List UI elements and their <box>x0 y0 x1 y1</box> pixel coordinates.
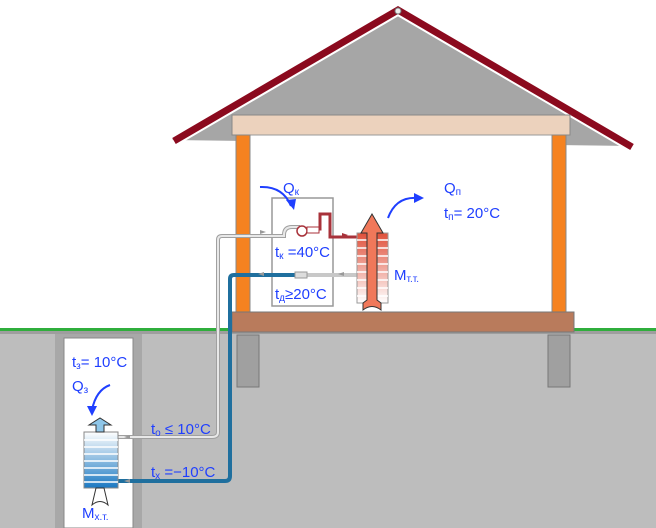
ceiling-beam <box>231 114 571 136</box>
expansion-valve <box>294 271 308 279</box>
foundation-post-right <box>547 334 571 388</box>
flow-arrows <box>124 230 344 483</box>
heat-up-arrow-icon <box>360 213 384 312</box>
t-room-label: tп= 20°C <box>444 205 500 223</box>
right-wall <box>551 134 567 313</box>
compressor-body <box>306 226 320 234</box>
left-wall <box>235 134 251 313</box>
foundation-post-left <box>236 334 260 388</box>
heat-pump-unit <box>271 197 334 307</box>
ground-fluid-arrow-icon <box>91 487 109 507</box>
q-ground-label: Qз <box>72 378 89 396</box>
indoor-heat-exchanger <box>356 213 389 312</box>
floor-slab <box>231 311 575 333</box>
m-ground-label: Mх.т. <box>82 505 109 523</box>
t-out-label: tо ≤ 10°C <box>151 421 211 439</box>
cold-supply-pipe <box>118 273 297 483</box>
q-room-label: Qп <box>444 180 461 198</box>
compressor-icon <box>296 225 308 237</box>
m-indoor-label: Mт.т. <box>394 267 419 285</box>
t-evaporator-label: tд≥20°C <box>275 286 327 304</box>
t-cold-label: tх =−10°C <box>151 464 216 482</box>
t-ground-label: tз= 10°C <box>72 354 127 372</box>
t-condenser-label: tк =40°C <box>275 244 330 262</box>
ground-heat-exchanger <box>83 417 119 507</box>
q-condenser-label: Qк <box>283 180 300 198</box>
heat-in-arrow-icon <box>87 417 113 433</box>
roof-gable <box>172 8 632 146</box>
